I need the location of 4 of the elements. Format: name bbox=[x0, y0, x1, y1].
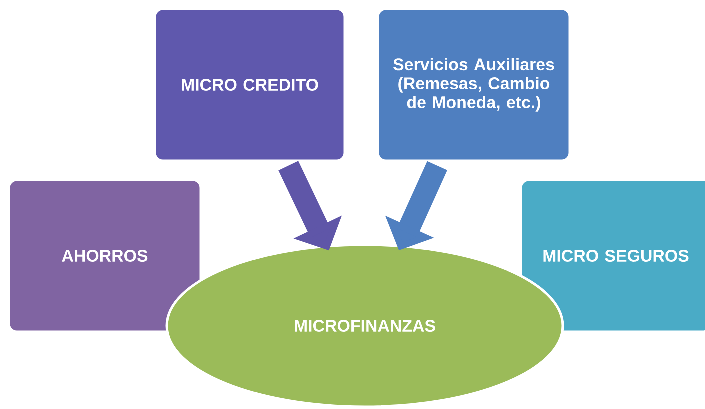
process-box: AHORROS bbox=[8, 178, 202, 334]
process-box: MICRO CREDITO bbox=[154, 8, 346, 162]
process-box: MICRO SEGUROS bbox=[520, 178, 705, 334]
process-box: Servicios Auxiliares (Remesas, Cambio de Moneda, etc.) bbox=[376, 8, 572, 162]
